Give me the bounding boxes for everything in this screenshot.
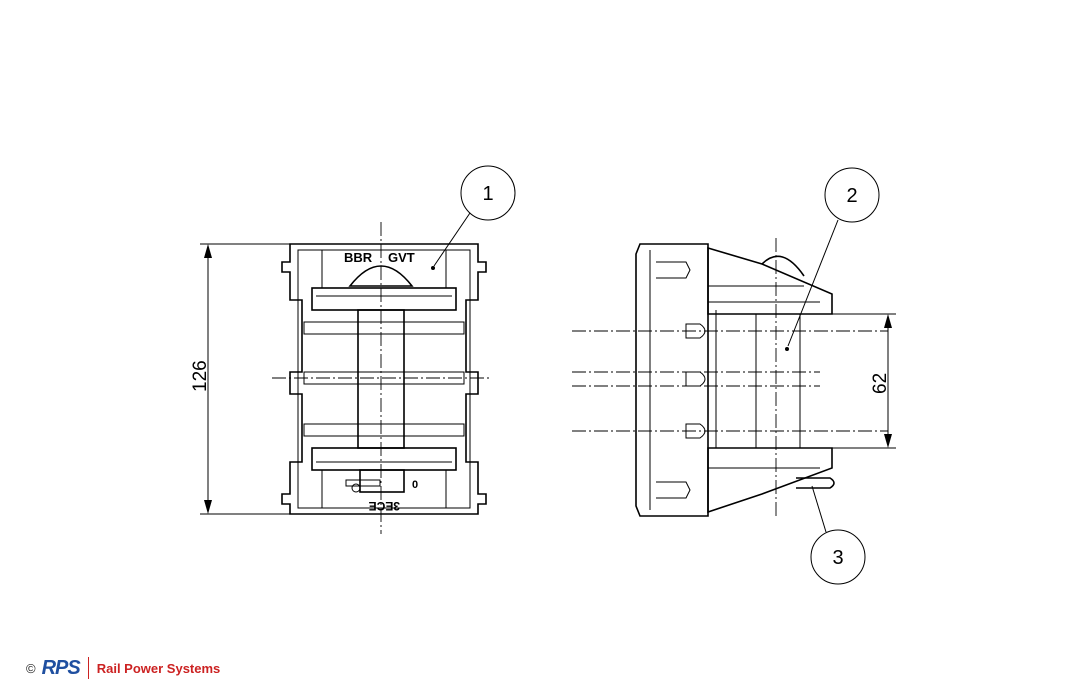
side-view — [572, 238, 888, 517]
footer: © RPS Rail Power Systems — [26, 655, 220, 681]
callout-3-label: 3 — [832, 547, 843, 569]
company-name: Rail Power Systems — [96, 660, 221, 676]
callout-2-label: 2 — [846, 185, 857, 207]
dimension-spacing-value: 62 — [870, 373, 891, 394]
callout-3: 3 — [810, 485, 866, 585]
dimension-height: 126 — [190, 243, 290, 515]
copyright-symbol: © — [26, 660, 36, 676]
marking-gvt: GVT — [388, 250, 415, 265]
rps-logo: RPS — [41, 656, 81, 679]
callout-1-label: 1 — [482, 183, 493, 205]
logo-divider — [87, 657, 89, 679]
marking-3ece: 3ECE — [369, 499, 400, 513]
marking-bbr: BBR — [344, 250, 373, 265]
front-view: BBR GVT 3ECE 0 — [272, 222, 492, 534]
dimension-spacing: 62 — [832, 313, 896, 449]
callout-2: 2 — [785, 167, 880, 351]
marking-digit: 0 — [412, 479, 418, 491]
dimension-height-value: 126 — [190, 360, 211, 392]
callout-1: 1 — [431, 165, 516, 270]
